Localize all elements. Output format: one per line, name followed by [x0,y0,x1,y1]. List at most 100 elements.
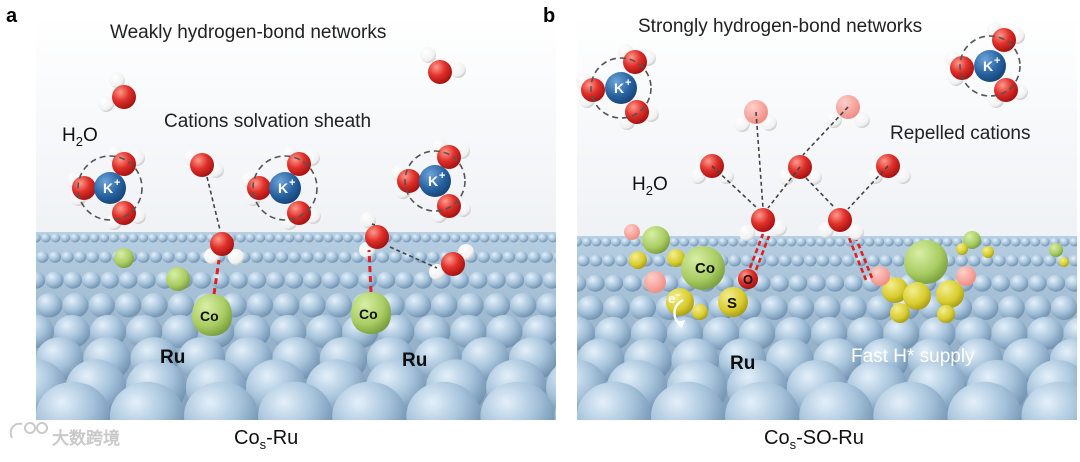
ru-surface-b [577,236,1077,420]
ru-atom [547,233,556,243]
molecules-b [576,22,1028,241]
k-ion-label: K [278,180,288,196]
ru-atom [604,274,624,292]
ru-atom [1020,237,1031,247]
co-label: Co [359,306,378,322]
ru-atom [718,237,729,247]
ru-atom [577,237,582,247]
ru-atom [313,251,327,263]
ru-atom [601,237,612,247]
panel-a-letter: a [6,5,18,27]
h-atom [98,96,114,112]
hydrogen-bond [389,246,438,269]
ru-atom [955,254,968,267]
ru-atom [431,293,458,318]
ru-atom [255,233,266,243]
ru-atom [21,234,31,243]
h-atom [429,264,445,280]
ru-atom [767,237,777,247]
ru-atom [1059,237,1070,247]
ru-atom [141,293,168,318]
ru-atom [36,381,111,420]
water-molecule [431,194,471,223]
ru-atom [1028,274,1047,292]
ru-atom [761,295,788,320]
ru-atom [829,254,842,267]
ru-atom [620,237,631,247]
ru-atom [524,271,543,289]
ru-atom [884,237,894,247]
ru-atom [73,251,87,263]
ru-atom [210,271,230,289]
o-atom [751,208,775,232]
h-atom [450,62,466,78]
ru-atom [275,251,289,263]
ru-atom [815,237,826,247]
co-dopant-a-2: Co [351,292,391,334]
o-atom [828,208,852,232]
ru-atom [972,274,992,292]
h-atom [848,224,864,240]
o-atom [112,201,136,225]
ru-atom [1040,237,1050,247]
water-label-a: H2O [62,125,98,149]
ru-atom [426,251,440,263]
ru-atom [157,233,168,243]
ru-atom [1030,237,1041,247]
co-o-bond-a-2 [367,249,373,293]
ru-atom [70,233,80,243]
hydrogen-bond [711,165,758,209]
ru-atom [389,251,402,263]
k-ion-charge: + [114,177,120,189]
ru-atom [581,237,592,247]
ru-atom [413,271,433,289]
ru-atom [874,237,885,247]
o-atom [437,194,461,218]
ru-atom [728,254,741,267]
co-atom-b [681,246,725,290]
h-atom [739,225,755,241]
ru-atom [602,254,615,267]
ru-atom [480,381,555,420]
ru-atom [196,233,207,243]
o-atom [625,100,649,124]
ru-atom [313,233,324,243]
ru-atom [536,293,556,318]
ru-atom [1021,381,1077,420]
ru-atom [561,272,580,289]
ru-atom [138,233,149,243]
hydrogen-bond [767,166,801,209]
hydrogen-bond [802,106,849,156]
ru-atom [288,251,301,263]
ru-atom [947,381,1022,420]
ru-atom [614,254,628,267]
ru-atom [8,272,27,289]
ru-atom [468,271,488,289]
ru-atom [162,314,199,349]
co-o-bond-a-1 [212,259,221,295]
ru-atom [167,293,195,318]
ru-atom [1024,295,1052,320]
ru-atom [508,233,519,243]
ru-atom [778,254,792,267]
water-molecule [184,150,224,178]
ru-label-b: Ru [730,353,755,374]
h-atom [228,249,244,265]
ru-atom [229,271,248,289]
panel-b-letter: b [543,5,555,27]
ru-atom [725,381,800,420]
ru-atom [942,237,953,247]
ru-atom [981,237,992,247]
water-label-b: H2O [632,174,668,198]
k-ion-label: K [428,173,438,189]
k-ion-a-1: K + [77,155,143,221]
ru-atom [892,254,905,267]
water-molecule [734,100,777,132]
ru-atom [100,271,119,289]
ru-atom [395,271,414,289]
ru-atom [258,381,333,420]
o-atom [247,176,271,200]
ru-atom [457,293,484,318]
ru-atom [553,252,556,262]
